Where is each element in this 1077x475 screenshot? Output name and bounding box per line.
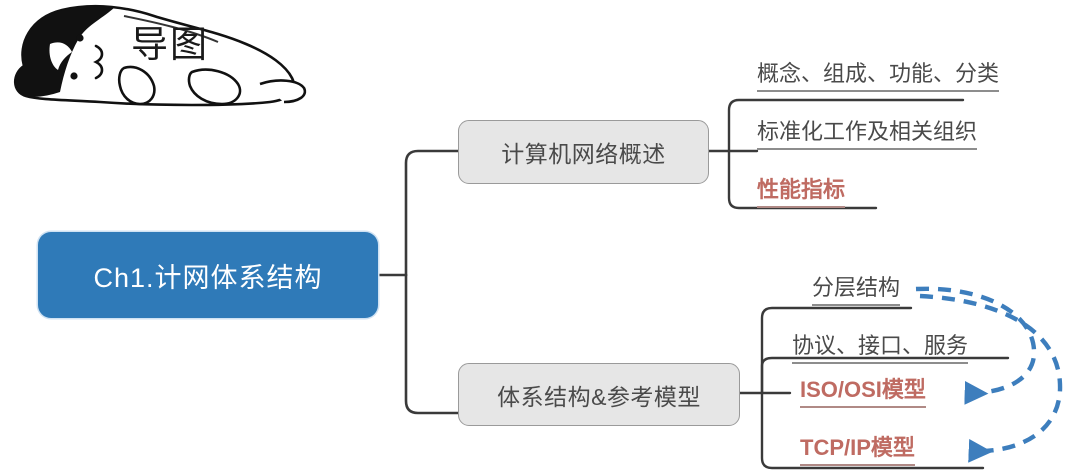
leaf-underline bbox=[800, 464, 915, 466]
root-node[interactable]: Ch1.计网体系结构 bbox=[38, 232, 378, 318]
leaf-standardization-and-organizations[interactable]: 标准化工作及相关组织 bbox=[757, 119, 978, 150]
sleeping-cat-doodle bbox=[13, 4, 307, 107]
leaf-underline bbox=[800, 406, 926, 408]
leaf-underline bbox=[812, 304, 901, 306]
branch-node-label: 计算机网络概述 bbox=[501, 141, 666, 167]
leaf-label: 性能指标 bbox=[757, 177, 846, 202]
branch-node-architecture-models[interactable]: 体系结构&参考模型 bbox=[458, 363, 740, 426]
leaf-performance-metrics[interactable]: 性能指标 bbox=[757, 177, 846, 208]
leaf-tcp-ip-model[interactable]: TCP/IP模型 bbox=[800, 436, 915, 466]
dashed-arrow-to-tcp-ip bbox=[919, 293, 1063, 463]
leaf-label: ISO/OSI模型 bbox=[800, 377, 926, 402]
branch-node-label: 体系结构&参考模型 bbox=[497, 383, 701, 410]
leaf-underline bbox=[792, 362, 969, 364]
leaf-underline bbox=[757, 90, 1000, 92]
leaf-label: 协议、接口、服务 bbox=[792, 333, 969, 358]
leaf-iso-osi-model[interactable]: ISO/OSI模型 bbox=[800, 378, 926, 408]
leaf-protocol-interface-service[interactable]: 协议、接口、服务 bbox=[792, 333, 969, 364]
branch-node-network-overview[interactable]: 计算机网络概述 bbox=[458, 120, 709, 184]
leaf-underline bbox=[757, 148, 978, 150]
leaf-underline bbox=[757, 206, 846, 208]
leaf-concepts-composition-functions-classification[interactable]: 概念、组成、功能、分类 bbox=[757, 61, 1000, 92]
leaf-label: TCP/IP模型 bbox=[800, 435, 915, 460]
root-node-label: Ch1.计网体系结构 bbox=[93, 262, 323, 293]
doodle-title: 导图 bbox=[131, 24, 209, 65]
leaf-layered-structure[interactable]: 分层结构 bbox=[812, 275, 901, 306]
leaf-label: 标准化工作及相关组织 bbox=[757, 119, 978, 144]
leaf-label: 概念、组成、功能、分类 bbox=[757, 61, 1000, 86]
leaf-label: 分层结构 bbox=[812, 275, 901, 300]
